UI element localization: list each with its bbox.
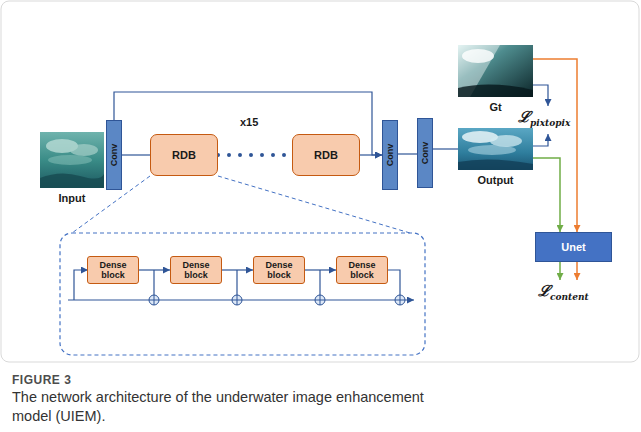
connector bbox=[222, 269, 253, 270]
block-label: RDB bbox=[314, 149, 338, 161]
output-image bbox=[458, 128, 533, 170]
block-label: Dense block bbox=[171, 260, 221, 280]
loss-arrow bbox=[559, 262, 561, 280]
dense-block: Dense block bbox=[170, 256, 222, 284]
block-label: Conv bbox=[420, 142, 430, 165]
loss-label-text: ℒ bbox=[538, 282, 550, 300]
connector bbox=[533, 158, 560, 232]
block-label: Unet bbox=[561, 241, 585, 253]
block-label: Conv bbox=[385, 144, 395, 167]
rdb-block: RDB bbox=[292, 134, 360, 176]
connector bbox=[139, 269, 170, 270]
connector bbox=[218, 153, 292, 157]
loss-arrow bbox=[576, 262, 578, 280]
figure-number-text: FIGURE 3 bbox=[12, 373, 71, 387]
conv-layer: Conv bbox=[382, 120, 398, 190]
connector bbox=[305, 269, 336, 270]
loss-label-text: content bbox=[550, 292, 589, 302]
conv-layer: Conv bbox=[106, 120, 122, 190]
block-label: Dense block bbox=[88, 260, 138, 280]
unet-box: Unet bbox=[535, 232, 612, 262]
conv-layer: Conv bbox=[417, 118, 433, 188]
block-label: Dense block bbox=[254, 260, 304, 280]
loss-label: ℒcontent bbox=[538, 282, 589, 302]
connector bbox=[533, 59, 577, 232]
add-symbol bbox=[149, 295, 405, 305]
figure-frame bbox=[1, 1, 639, 362]
rdb-block: RDB bbox=[150, 134, 218, 176]
image-frame: Output bbox=[458, 128, 533, 170]
image-label: Input bbox=[59, 192, 86, 204]
connector bbox=[398, 153, 417, 154]
figure-number: FIGURE 3 bbox=[12, 370, 71, 388]
image-label: Output bbox=[477, 174, 513, 186]
dense-block: Dense block bbox=[253, 256, 305, 284]
image-frame: Input bbox=[40, 132, 104, 188]
loss-label-text: ℒ bbox=[518, 108, 530, 126]
repeat-count: x15 bbox=[240, 112, 258, 130]
loss-arrow bbox=[533, 134, 548, 146]
input-image bbox=[40, 132, 104, 188]
block-label: Dense block bbox=[337, 260, 387, 280]
repeat-count-text: x15 bbox=[240, 116, 258, 128]
connector bbox=[122, 154, 150, 155]
block-label: Conv bbox=[109, 144, 119, 167]
dense-block: Dense block bbox=[336, 256, 388, 284]
image-frame: Gt bbox=[458, 45, 533, 97]
loss-arrow bbox=[533, 85, 548, 106]
connector bbox=[433, 148, 458, 149]
gt-image bbox=[458, 45, 533, 97]
dense-block: Dense block bbox=[87, 256, 139, 284]
block-label: RDB bbox=[172, 149, 196, 161]
loss-label: ℒpixtopix bbox=[518, 108, 570, 128]
image-label: Gt bbox=[489, 101, 501, 113]
dense-region bbox=[60, 233, 425, 355]
loss-label-text: pixtopix bbox=[530, 118, 570, 128]
figure-caption: The network architecture of the underwat… bbox=[12, 388, 467, 426]
